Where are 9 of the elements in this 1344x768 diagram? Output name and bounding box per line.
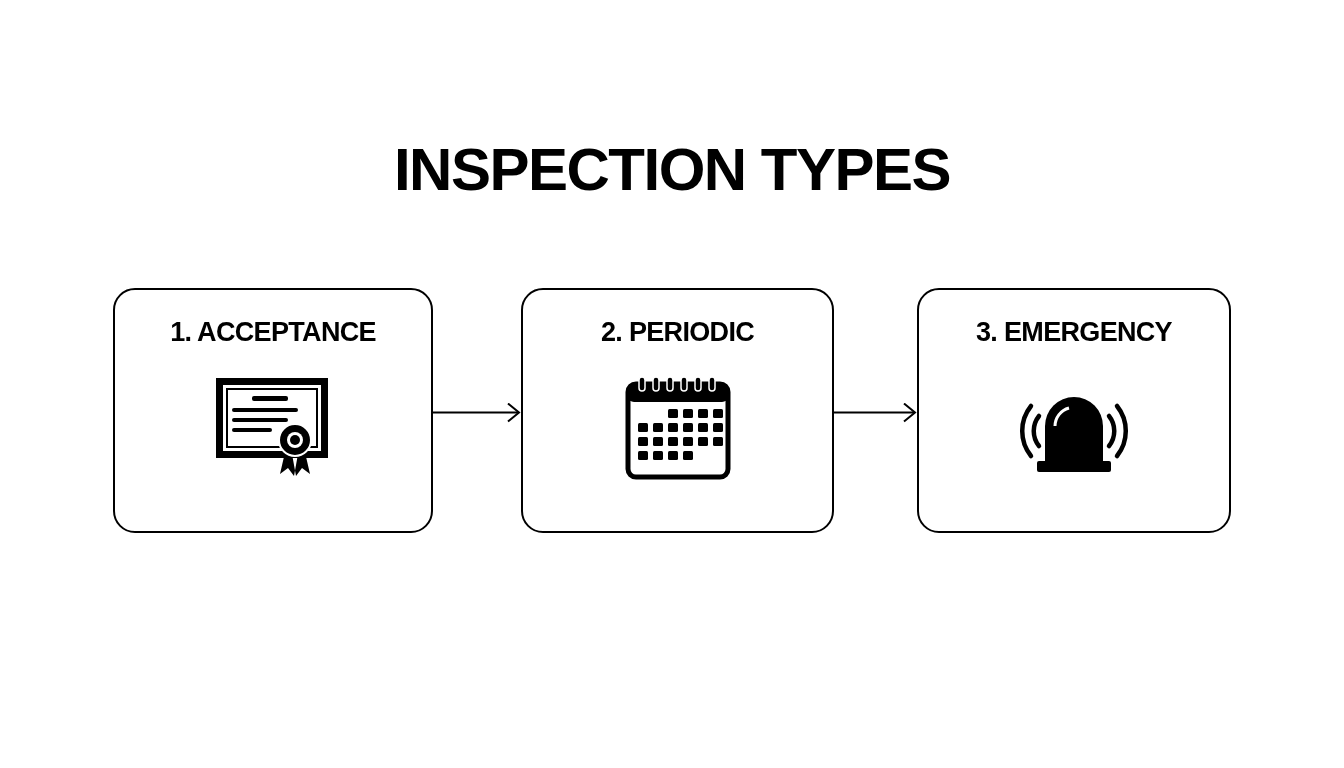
process-box (113, 288, 433, 533)
process-box (521, 288, 834, 533)
arrow (432, 402, 520, 423)
box-heading: 3. EMERGENCY (975, 316, 1173, 349)
arrow (833, 402, 916, 423)
box-heading: 2. PERIODIC (599, 316, 756, 349)
title: INSPECTION TYPES (392, 140, 952, 200)
process-box (917, 288, 1231, 533)
box-heading: 1. ACCEPTANCE (169, 316, 377, 349)
